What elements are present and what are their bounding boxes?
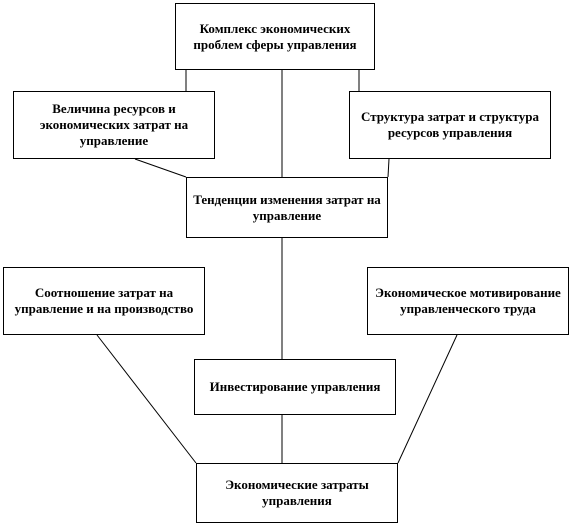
connector-volume-trends xyxy=(134,158,187,178)
node-ratio-label: Соотношение затрат на управление и на пр… xyxy=(14,285,194,316)
node-investing-label: Инвестирование управления xyxy=(209,379,381,394)
node-motivation-label: Экономическое мотивирование управленческ… xyxy=(375,285,561,316)
node-volume: Величина ресурсов и экономических затрат… xyxy=(13,91,215,159)
node-structure: Структура затрат и структура ресурсов уп… xyxy=(349,91,551,159)
connector-ratio-costs xyxy=(96,334,197,464)
connector-motivation-costs xyxy=(397,334,458,464)
node-motivation: Экономическое мотивирование управленческ… xyxy=(367,267,569,335)
node-volume-label: Величина ресурсов и экономических затрат… xyxy=(39,101,189,148)
node-complex: Комплекс экономических проблем сферы упр… xyxy=(175,3,375,70)
node-complex-label: Комплекс экономических проблем сферы упр… xyxy=(193,20,357,52)
node-ratio: Соотношение затрат на управление и на пр… xyxy=(3,267,205,335)
node-costs: Экономические затраты управления xyxy=(196,463,398,523)
node-costs-label: Экономические затраты управления xyxy=(225,477,369,508)
connector-structure-trends xyxy=(387,158,390,178)
node-trends: Тенденции изменения затрат на управление xyxy=(186,177,388,238)
node-trends-label: Тенденции изменения затрат на управление xyxy=(193,191,381,223)
node-investing: Инвестирование управления xyxy=(194,359,396,415)
node-structure-label: Структура затрат и структура ресурсов уп… xyxy=(360,109,539,140)
